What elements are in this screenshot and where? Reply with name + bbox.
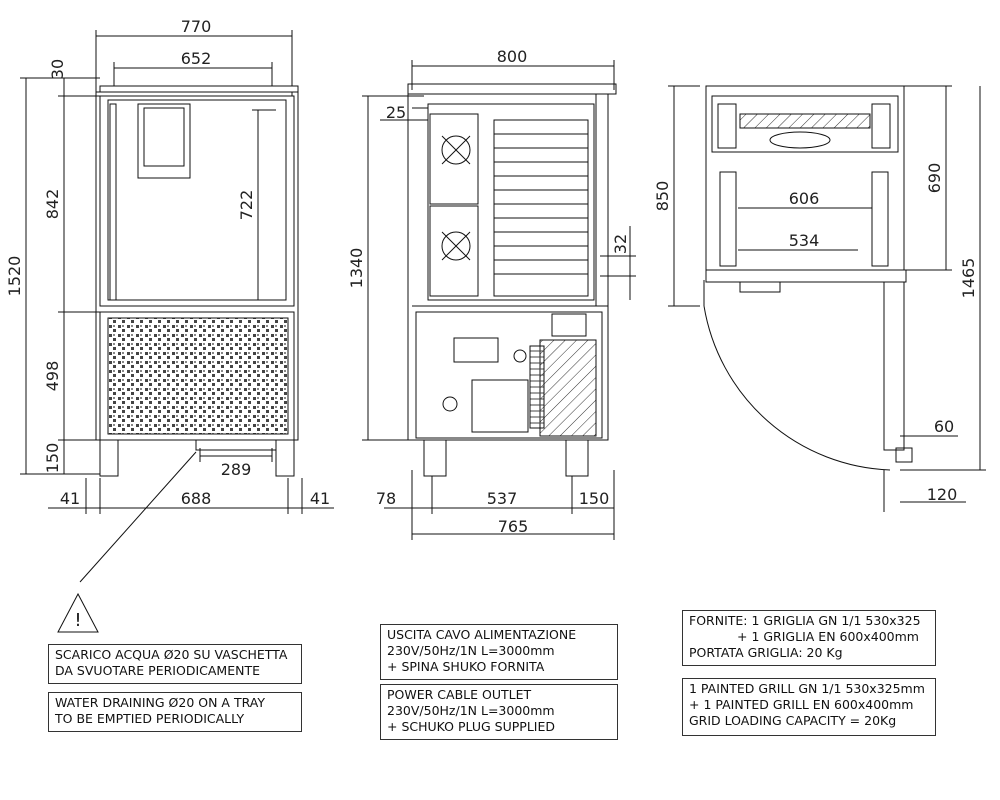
dim-front-top-gap: 30 xyxy=(48,59,67,79)
note-line: TO BE EMPTIED PERIODICALLY xyxy=(55,711,245,726)
note-power-it: USCITA CAVO ALIMENTAZIONE 230V/50Hz/1N L… xyxy=(380,624,618,680)
dimension-labels: 770 652 30 1520 842 722 498 150 289 41 6… xyxy=(5,17,978,631)
note-line: USCITA CAVO ALIMENTAZIONE xyxy=(387,627,577,642)
note-line: 230V/50Hz/1N L=3000mm xyxy=(387,703,555,718)
dim-plan-door-swing: 1465 xyxy=(959,258,978,299)
dim-side-top-offset: 25 xyxy=(386,103,406,122)
dim-plan-inner-width: 606 xyxy=(789,189,820,208)
front-view xyxy=(20,30,334,583)
dim-plan-grill-width: 534 xyxy=(789,231,820,250)
dim-front-left-margin: 41 xyxy=(60,489,80,508)
dim-plan-door-thickness: 120 xyxy=(927,485,958,504)
note-line: + SPINA SHUKO FORNITA xyxy=(387,659,545,674)
warning-icon xyxy=(57,592,99,633)
dim-side-middle-width: 537 xyxy=(487,489,518,508)
dim-front-inner-width: 652 xyxy=(181,49,212,68)
dim-side-cabinet-height: 1340 xyxy=(347,248,366,289)
note-line: + 1 PAINTED GRILL EN 600x400mm xyxy=(689,697,914,712)
dim-front-upper-height: 842 xyxy=(43,189,62,220)
note-line: 230V/50Hz/1N L=3000mm xyxy=(387,643,555,658)
dim-side-right-offset: 150 xyxy=(579,489,610,508)
dim-plan-depth: 850 xyxy=(653,181,672,212)
plan-view xyxy=(668,85,986,512)
note-line: FORNITE: 1 GRIGLIA GN 1/1 530x325 xyxy=(689,613,921,628)
dim-side-overall-width: 800 xyxy=(497,47,528,66)
dim-front-total-height: 1520 xyxy=(5,256,24,297)
dim-front-door-window: 722 xyxy=(237,190,256,221)
note-line: WATER DRAINING Ø20 ON A TRAY xyxy=(55,695,265,710)
dim-front-lower-height: 498 xyxy=(43,361,62,392)
dim-front-middle-width: 688 xyxy=(181,489,212,508)
note-drain-it: SCARICO ACQUA Ø20 SU VASCHETTA DA SVUOTA… xyxy=(48,644,302,684)
note-line: SCARICO ACQUA Ø20 SU VASCHETTA xyxy=(55,647,288,662)
note-line: + 1 GRIGLIA EN 600x400mm xyxy=(737,629,919,644)
dim-front-overall-width: 770 xyxy=(181,17,212,36)
side-view xyxy=(362,60,636,540)
dim-side-base-width: 765 xyxy=(498,517,529,536)
note-line: POWER CABLE OUTLET xyxy=(387,687,532,702)
note-power-en: POWER CABLE OUTLET 230V/50Hz/1N L=3000mm… xyxy=(380,684,618,740)
note-line: GRID LOADING CAPACITY = 20Kg xyxy=(689,713,897,728)
dim-front-leg-height: 150 xyxy=(43,443,62,474)
note-line: DA SVUOTARE PERIODICAMENTE xyxy=(55,663,260,678)
note-supplied-en: 1 PAINTED GRILL GN 1/1 530x325mm + 1 PAI… xyxy=(682,678,936,736)
dim-side-left-offset: 78 xyxy=(376,489,396,508)
dim-front-drain-width: 289 xyxy=(221,460,252,479)
shelf-rack xyxy=(493,119,589,297)
note-supplied-it: FORNITE: 1 GRIGLIA GN 1/1 530x325 + 1 GR… xyxy=(682,610,936,666)
note-line: PORTATA GRIGLIA: 20 Kg xyxy=(689,645,843,660)
warning-symbol: ! xyxy=(74,610,81,631)
dim-front-right-margin: 41 xyxy=(310,489,330,508)
note-line: + SCHUKO PLUG SUPPLIED xyxy=(387,719,556,734)
dim-plan-inner-depth: 690 xyxy=(925,163,944,194)
note-drain-en: WATER DRAINING Ø20 ON A TRAY TO BE EMPTI… xyxy=(48,692,302,732)
dim-side-shelf-pitch: 32 xyxy=(611,234,630,254)
note-line: 1 PAINTED GRILL GN 1/1 530x325mm xyxy=(689,681,925,696)
dim-plan-hinge-offset: 60 xyxy=(934,417,954,436)
